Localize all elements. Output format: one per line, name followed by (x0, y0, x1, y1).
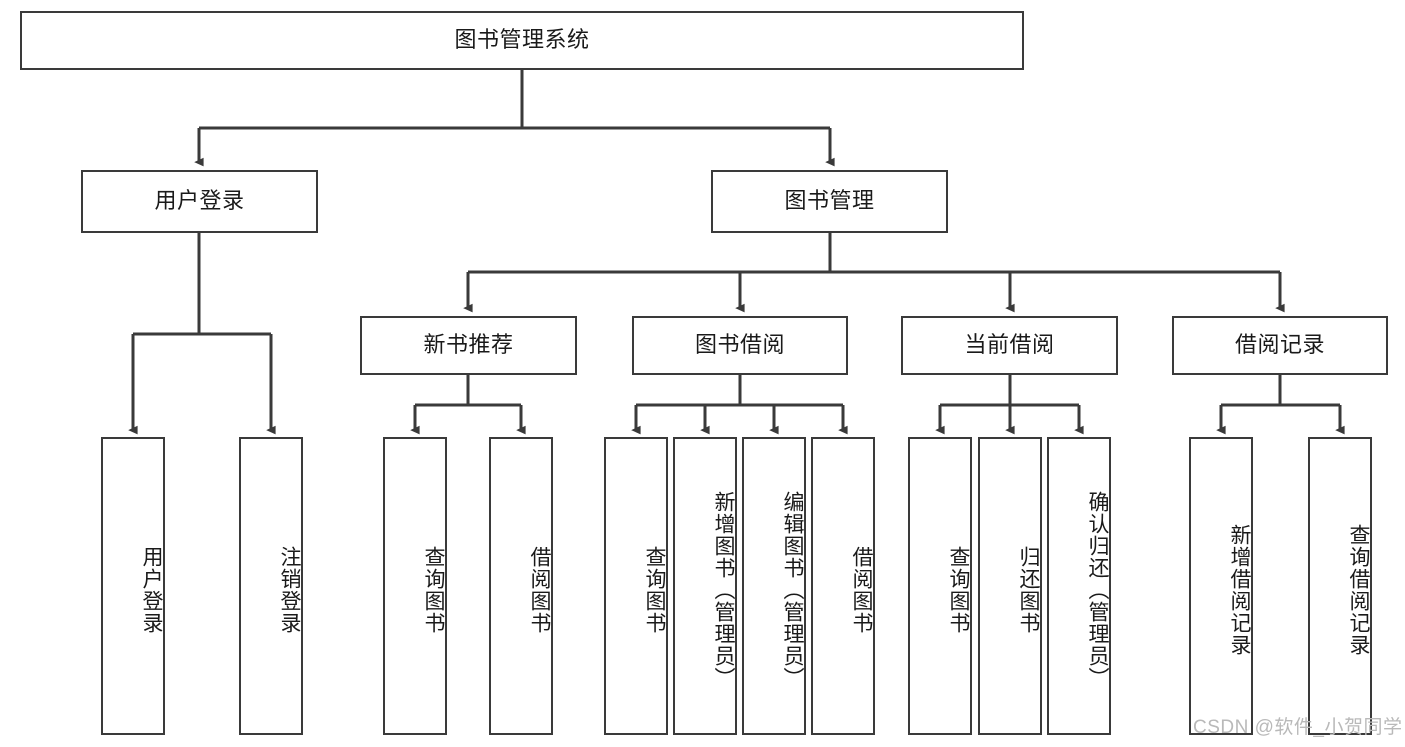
leaf-record-add-label: 新增借阅记录 (1228, 524, 1251, 656)
leaf-current-query-book[interactable]: 查询图书 (908, 437, 972, 735)
node-borrow-record-label: 借阅记录 (1234, 332, 1325, 358)
leaf-user-login-logout-label: 注销登录 (278, 546, 301, 634)
leaf-user-login-logout[interactable]: 注销登录 (239, 437, 303, 735)
leaf-current-return-book[interactable]: 归还图书 (978, 437, 1042, 735)
leaf-new-book-borrow-label: 借阅图书 (528, 546, 551, 634)
leaf-current-query-book-label: 查询图书 (947, 546, 970, 634)
node-current-borrow-label: 当前借阅 (964, 332, 1055, 358)
leaf-new-book-query[interactable]: 查询图书 (383, 437, 447, 735)
leaf-current-return-book-label: 归还图书 (1017, 546, 1040, 634)
node-user-login[interactable]: 用户登录 (81, 170, 318, 233)
leaf-user-login-login[interactable]: 用户登录 (101, 437, 165, 735)
node-book-borrow[interactable]: 图书借阅 (632, 316, 848, 375)
node-borrow-record[interactable]: 借阅记录 (1172, 316, 1388, 375)
leaf-borrow-edit-book-label: 编辑图书（管理员） (781, 491, 804, 689)
leaf-borrow-borrow-book-label: 借阅图书 (850, 546, 873, 634)
node-current-borrow[interactable]: 当前借阅 (901, 316, 1118, 375)
leaf-current-confirm-return[interactable]: 确认归还（管理员） (1047, 437, 1111, 735)
leaf-record-query-label: 查询借阅记录 (1347, 524, 1370, 656)
leaf-borrow-query-book[interactable]: 查询图书 (604, 437, 668, 735)
leaf-current-confirm-return-label: 确认归还（管理员） (1086, 491, 1109, 689)
node-book-borrow-label: 图书借阅 (694, 332, 785, 358)
leaf-record-query[interactable]: 查询借阅记录 (1308, 437, 1372, 735)
leaf-new-book-borrow[interactable]: 借阅图书 (489, 437, 553, 735)
node-book-management[interactable]: 图书管理 (711, 170, 948, 233)
node-book-management-label: 图书管理 (784, 188, 875, 214)
leaf-user-login-login-label: 用户登录 (140, 546, 163, 634)
leaf-new-book-query-label: 查询图书 (422, 546, 445, 634)
leaf-borrow-add-book[interactable]: 新增图书（管理员） (673, 437, 737, 735)
leaf-record-add[interactable]: 新增借阅记录 (1189, 437, 1253, 735)
leaf-borrow-query-book-label: 查询图书 (643, 546, 666, 634)
node-new-book-recommend-label: 新书推荐 (423, 332, 514, 358)
leaf-borrow-edit-book[interactable]: 编辑图书（管理员） (742, 437, 806, 735)
watermark: CSDN @软件_小贺同学 (1193, 717, 1403, 738)
node-new-book-recommend[interactable]: 新书推荐 (360, 316, 577, 375)
leaf-borrow-add-book-label: 新增图书（管理员） (712, 491, 735, 689)
leaf-borrow-borrow-book[interactable]: 借阅图书 (811, 437, 875, 735)
node-root-system[interactable]: 图书管理系统 (20, 11, 1024, 70)
node-root-system-label: 图书管理系统 (454, 27, 590, 53)
node-user-login-label: 用户登录 (154, 188, 245, 214)
